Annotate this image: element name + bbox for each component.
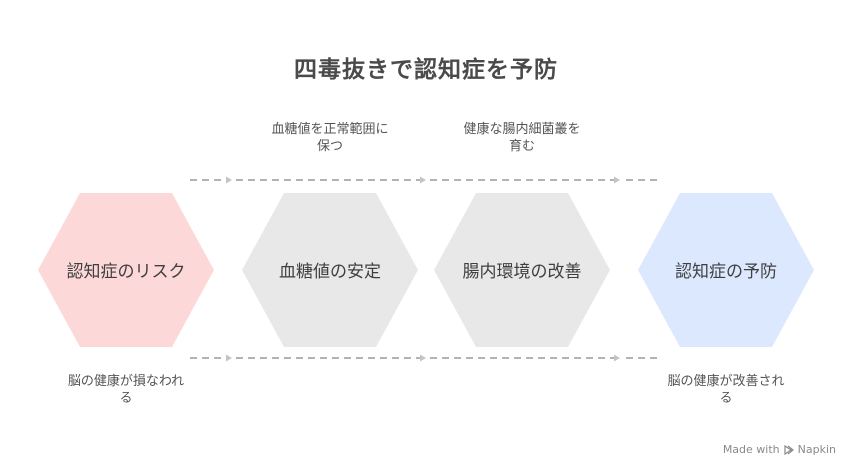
- top-connector-arrow-3: [614, 176, 620, 184]
- step-gut-label: 腸内環境の改善: [463, 262, 582, 282]
- bottom-note-1-line2: る: [119, 391, 133, 406]
- bottom-note-1: 脳の健康が損なわれ る: [46, 373, 206, 407]
- top-note-2: 健康な腸内細菌叢を 育む: [442, 121, 602, 155]
- step-gut-hexagon: [434, 193, 610, 347]
- top-note-2-line2: 育む: [508, 139, 535, 154]
- bottom-connector: [190, 354, 662, 362]
- step-prevention-hexagon: [638, 193, 814, 347]
- top-note-1-line1: 血糖値を正常範囲に: [271, 122, 389, 137]
- top-connector: [190, 176, 662, 184]
- bottom-note-2-line1: 脳の健康が改善され: [667, 374, 785, 389]
- step-gut: 腸内環境の改善: [434, 193, 610, 347]
- top-connector-arrow-2: [420, 176, 426, 184]
- top-note-1: 血糖値を正常範囲に 保つ: [250, 121, 410, 155]
- bottom-note-2-line2: る: [719, 391, 733, 406]
- footer-attribution: Made with Napkin: [723, 443, 836, 456]
- bottom-connector-arrow-2: [420, 354, 426, 362]
- bottom-connector-arrow-1: [226, 354, 232, 362]
- napkin-logo-icon: [784, 444, 794, 455]
- step-blood-sugar-hexagon: [242, 193, 418, 347]
- step-risk-label: 認知症のリスク: [67, 262, 186, 282]
- footer-made-with: Made with: [722, 443, 780, 456]
- footer-brand: Napkin: [797, 443, 836, 456]
- step-risk: 認知症のリスク: [38, 193, 214, 347]
- step-blood-sugar: 血糖値の安定: [242, 193, 418, 347]
- bottom-connector-arrow-3: [614, 354, 620, 362]
- step-blood-sugar-label: 血糖値の安定: [279, 262, 381, 282]
- top-note-1-line2: 保つ: [316, 139, 343, 154]
- step-prevention: 認知症の予防: [638, 193, 814, 347]
- diagram-title: 四毒抜きで認知症を予防: [294, 57, 558, 83]
- step-risk-hexagon: [38, 193, 214, 347]
- step-prevention-label: 認知症の予防: [675, 262, 777, 282]
- bottom-note-2: 脳の健康が改善され る: [646, 373, 806, 407]
- top-note-2-line1: 健康な腸内細菌叢を: [463, 122, 581, 137]
- top-connector-arrow-1: [226, 176, 232, 184]
- bottom-note-1-line1: 脳の健康が損なわれ: [67, 374, 185, 389]
